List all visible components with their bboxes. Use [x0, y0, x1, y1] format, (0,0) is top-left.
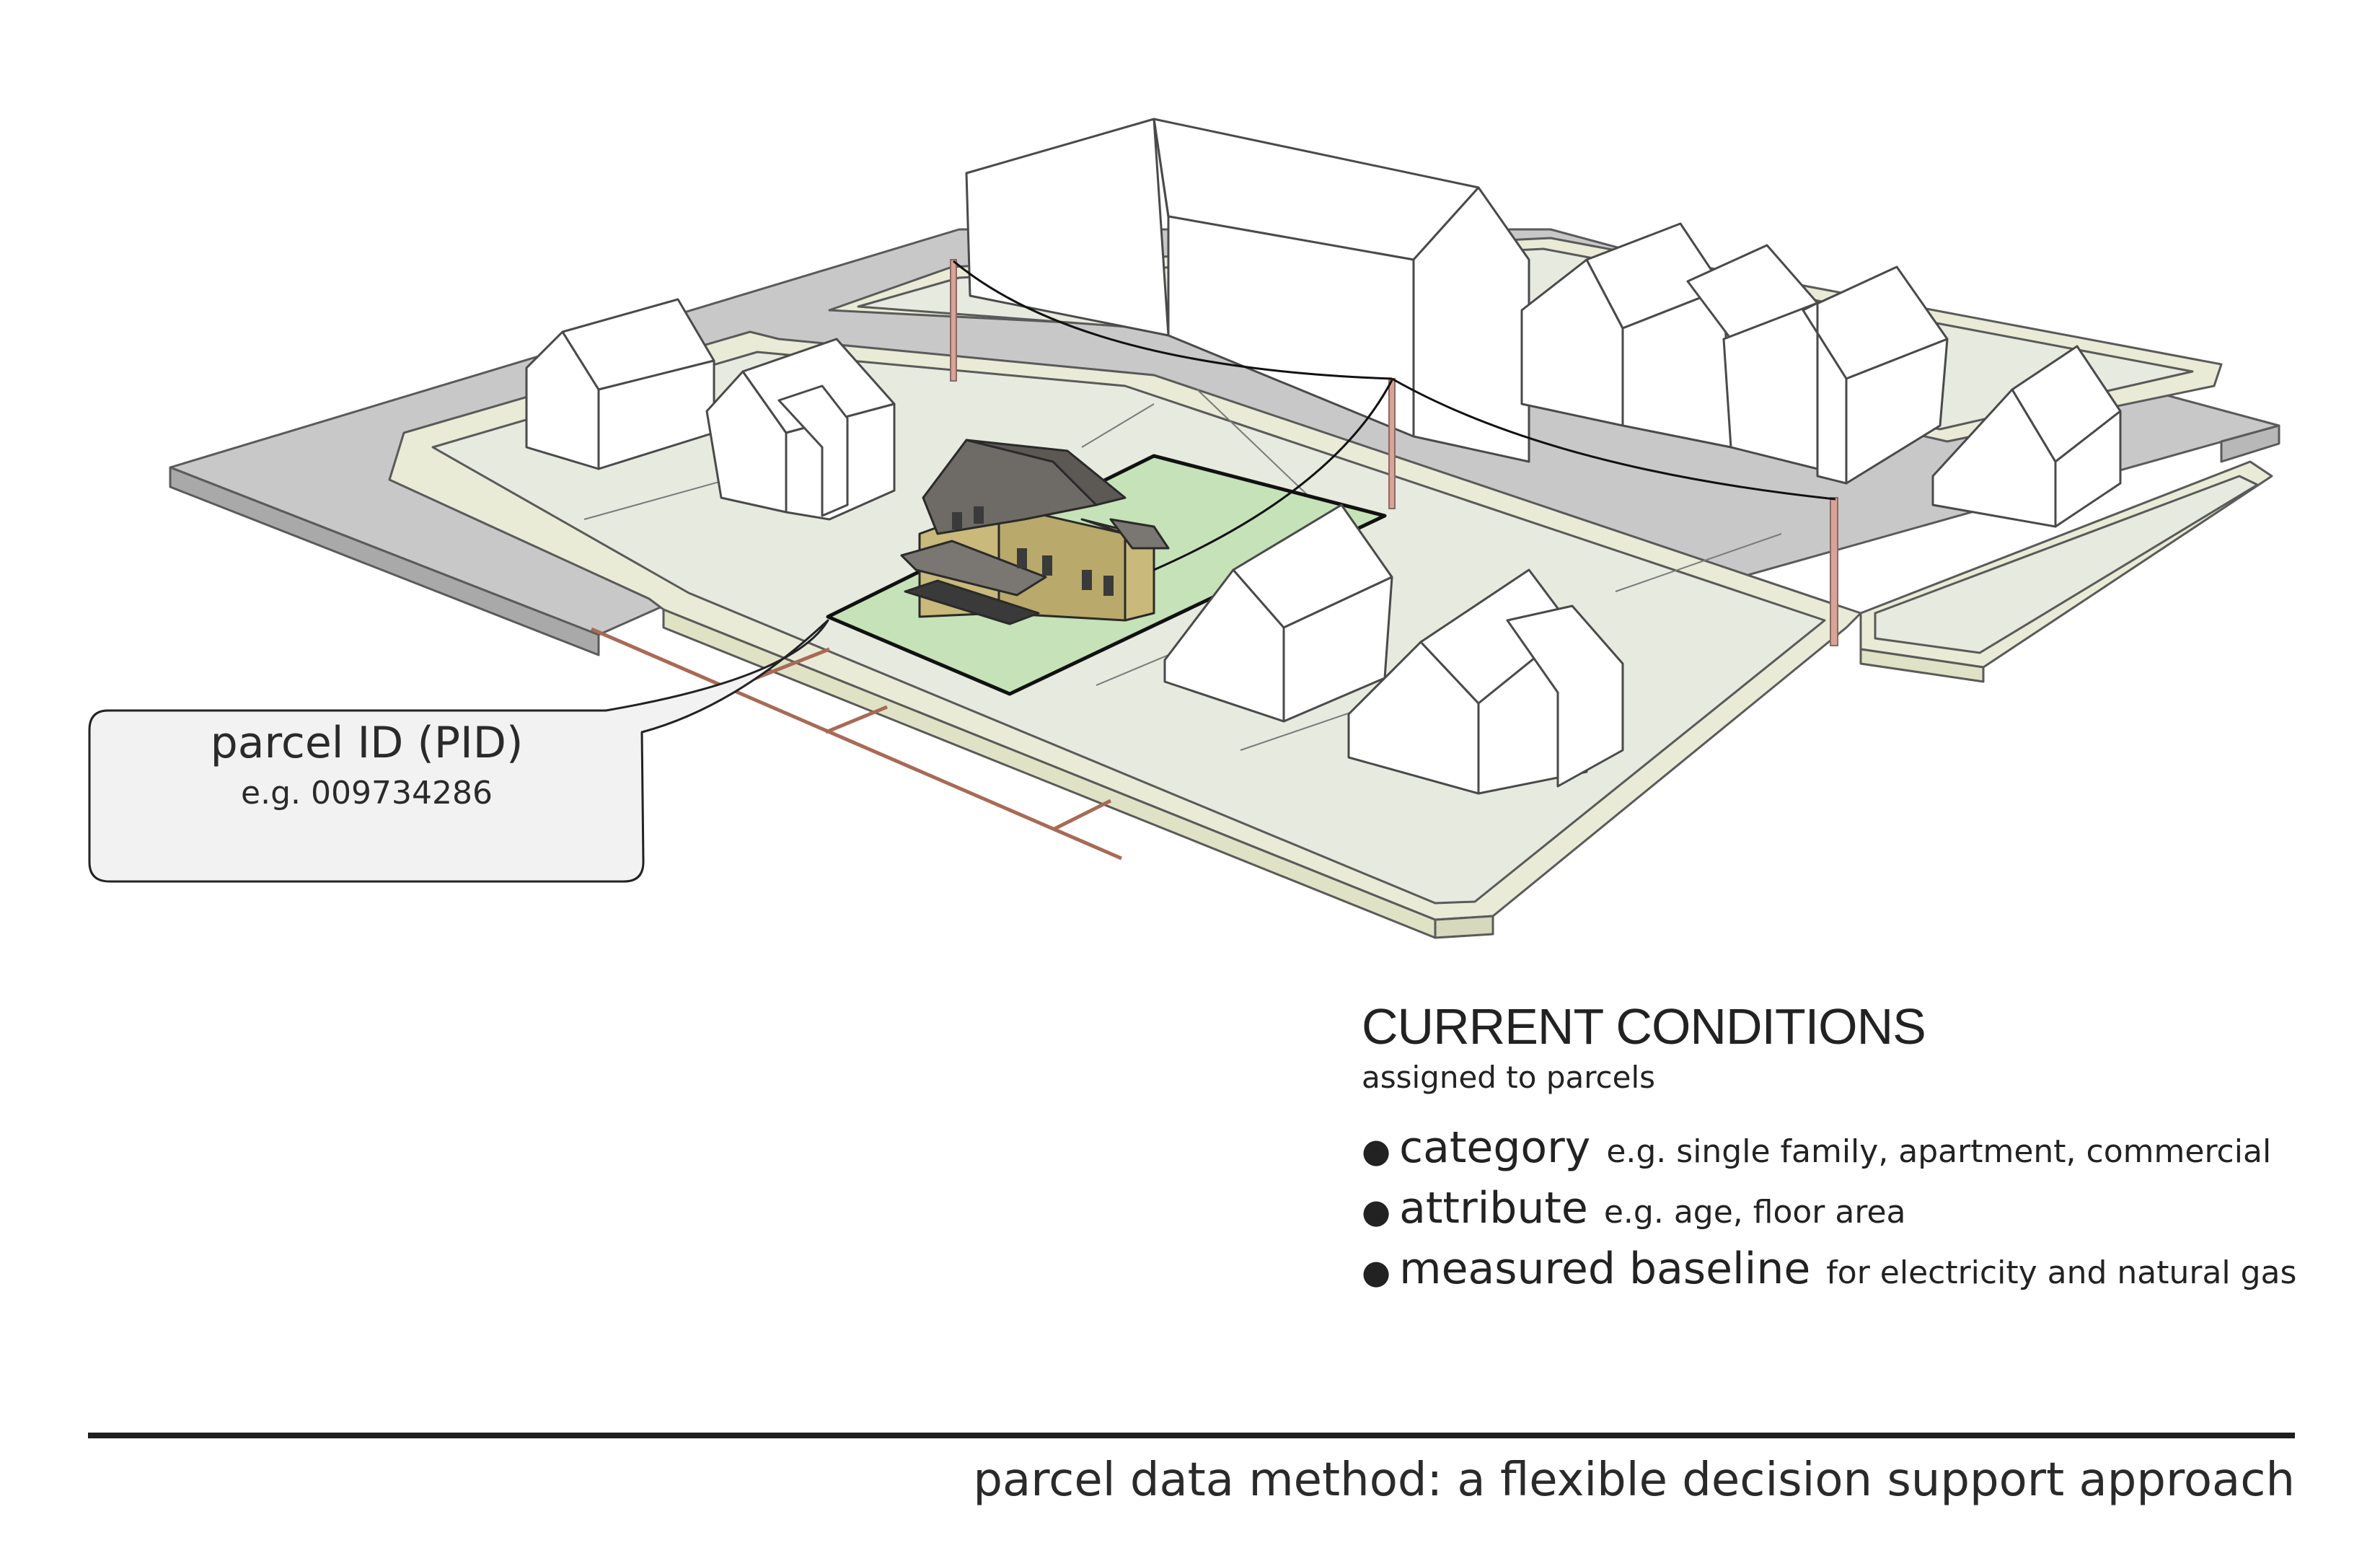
conditions-subtitle: assigned to parcels: [1362, 1059, 2357, 1096]
parcel-callout: parcel ID (PID) e.g. 009734286: [91, 714, 643, 815]
footer-divider: [88, 1433, 2295, 1438]
utility-pole: [1830, 498, 1838, 646]
bullet-term: attribute: [1399, 1183, 1588, 1233]
conditions-title: CURRENT CONDITIONS: [1362, 994, 2357, 1059]
bullet-term: category: [1399, 1122, 1590, 1173]
callout-title: parcel ID (PID): [91, 714, 643, 772]
footer-title: parcel data method: a flexible decision …: [973, 1450, 2295, 1510]
current-conditions-panel: CURRENT CONDITIONS assigned to parcels ●…: [1362, 994, 2357, 1304]
bullet-desc: e.g. single family, apartment, commercia…: [1606, 1133, 2271, 1170]
list-item: ● attribute e.g. age, floor area: [1362, 1183, 2357, 1244]
bullet-icon: ●: [1362, 1131, 1390, 1170]
sidewalk-edge-right: [1435, 916, 1493, 938]
callout-example: e.g. 009734286: [91, 772, 643, 815]
bullet-icon: ●: [1362, 1192, 1390, 1231]
bullet-icon: ●: [1362, 1252, 1390, 1291]
bullet-term: measured baseline: [1399, 1244, 1810, 1294]
bullet-desc: for electricity and natural gas: [1826, 1254, 2296, 1291]
utility-pole: [951, 260, 956, 381]
list-item: ● measured baseline for electricity and …: [1362, 1244, 2357, 1304]
utility-pole: [1389, 379, 1395, 509]
bullet-desc: e.g. age, floor area: [1604, 1194, 1906, 1231]
list-item: ● category e.g. single family, apartment…: [1362, 1122, 2357, 1183]
